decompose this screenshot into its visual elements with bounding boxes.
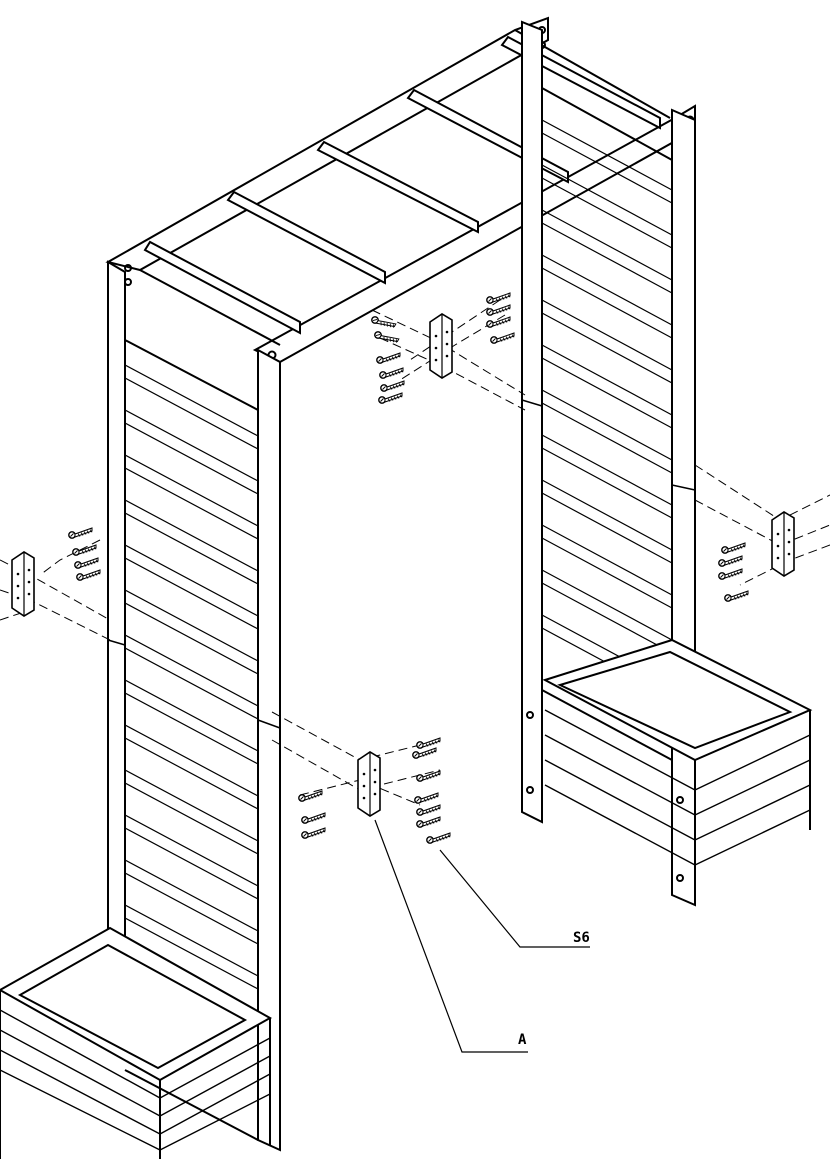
left-planter-box <box>0 926 273 1159</box>
screws-right-cluster <box>718 542 749 602</box>
leader-a <box>374 819 528 1053</box>
bracket-right <box>771 511 795 577</box>
top-frame <box>105 16 696 375</box>
bracket-top-center <box>429 313 453 379</box>
bracket-bottom-center <box>357 751 381 817</box>
screws-left-cluster <box>68 527 101 581</box>
bracket-left <box>11 551 35 617</box>
leader-s6 <box>439 849 590 948</box>
right-planter-box <box>542 638 813 895</box>
callout-a: A <box>518 1032 527 1048</box>
callout-s6: S6 <box>573 930 590 946</box>
callout-leaders <box>374 819 590 1053</box>
